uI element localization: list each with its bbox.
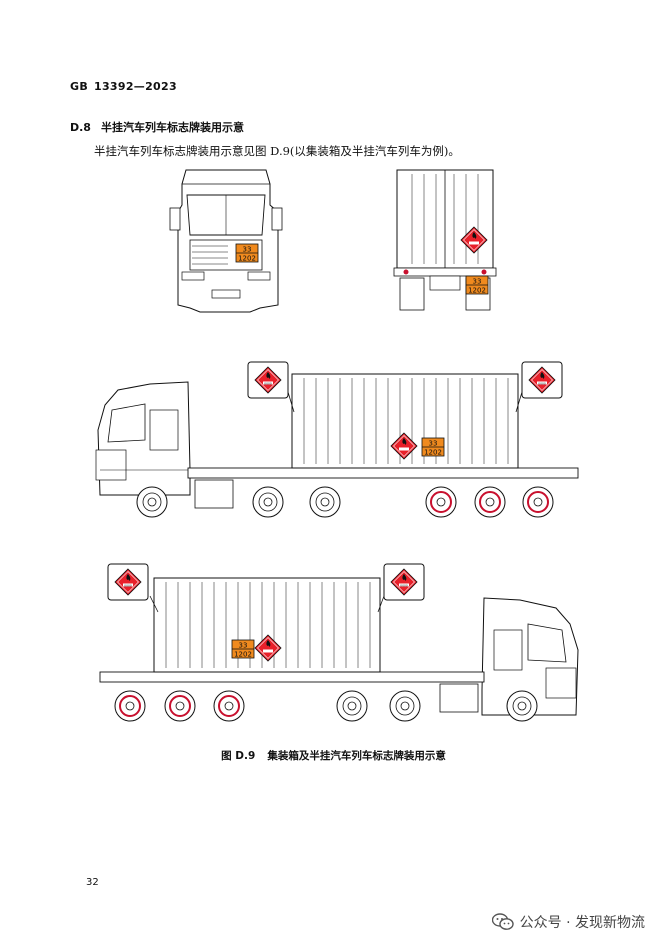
watermark-text: 公众号 · 发现新物流 [519, 915, 645, 931]
placard-labels: 33 1202 33 1202 33 1202 33 1202 [234, 246, 486, 659]
section-number: D.8 [70, 121, 91, 134]
plate-un-number: 1202 [238, 255, 256, 263]
diamond-codes: 0000 0000 0000 0000 [124, 382, 546, 588]
figure-caption: 图 D.9 集装箱及半挂汽车列车标志牌装用示意 [0, 748, 667, 763]
wechat-icon [491, 913, 514, 930]
plate-un-number: 1202 [234, 651, 252, 659]
standard-prefix: GB [70, 80, 89, 93]
watermark: 公众号 · 发现新物流 [491, 912, 645, 932]
trailer-rear-view [393, 169, 497, 311]
page-number: 32 [86, 877, 99, 888]
standard-number: 13392—2023 [94, 80, 177, 93]
diamond-code: 0000 [264, 382, 272, 386]
section-title: 半挂汽车列车标志牌装用示意 [100, 121, 244, 134]
truck-front-view [169, 169, 283, 313]
plate-hazard-id: 33 [429, 440, 438, 448]
body-paragraph: 半挂汽车列车标志牌装用示意见图 D.9(以集装箱及半挂汽车列车为例)。 [94, 144, 460, 158]
plate-hazard-id: 33 [243, 246, 252, 254]
diamond-code: 0000 [400, 584, 408, 588]
figure-number: 图 D.9 [221, 750, 256, 762]
plate-un-number: 1202 [424, 449, 442, 457]
figure-title: 集装箱及半挂汽车列车标志牌装用示意 [267, 750, 446, 762]
standard-identifier: GB 13392—2023 [70, 80, 177, 93]
diamond-code: 0000 [538, 382, 546, 386]
plate-hazard-id: 33 [239, 642, 248, 650]
side-view-tractor-right [99, 564, 579, 722]
plate-hazard-id: 33 [473, 278, 482, 286]
section-heading: D.8 半挂汽车列车标志牌装用示意 [70, 119, 244, 135]
side-view-tractor-left [95, 362, 579, 518]
plate-un-number: 1202 [468, 287, 486, 295]
diamond-code: 0000 [124, 584, 132, 588]
